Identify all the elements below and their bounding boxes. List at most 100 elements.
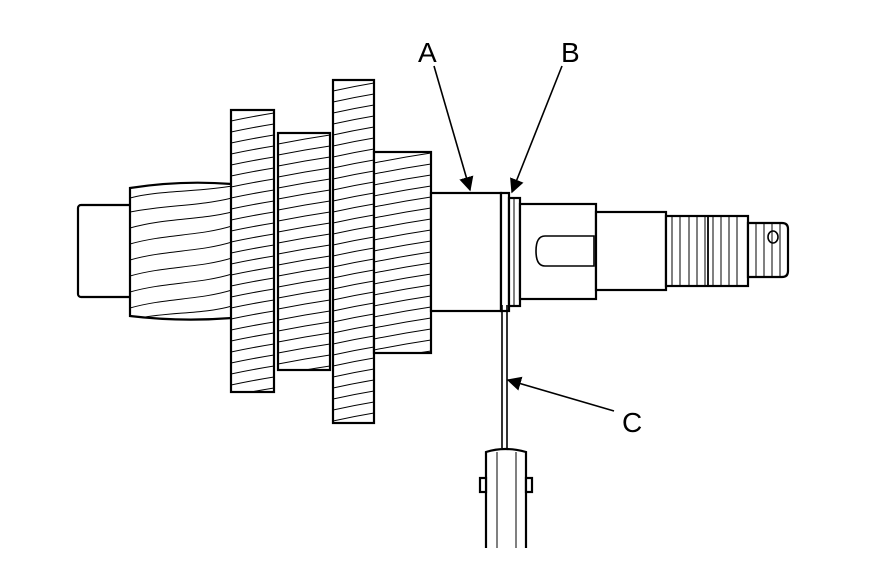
gear-tooth-line — [333, 412, 374, 422]
callout-label-a: A — [418, 37, 437, 68]
gear-tooth-line — [278, 222, 330, 233]
gear-tooth-line — [333, 214, 374, 224]
gear-tooth-line — [333, 225, 374, 235]
gear-tooth-line — [374, 251, 431, 263]
threaded-tip — [746, 221, 790, 279]
gear-tooth-line — [231, 310, 274, 320]
gear-tooth-line — [333, 93, 374, 103]
gear-1 — [229, 108, 276, 407]
gear-tooth-line — [374, 339, 431, 351]
gear-tooth-line — [278, 244, 330, 255]
gear-tooth-line — [333, 401, 374, 411]
gear-tooth-line — [374, 295, 431, 307]
gear-tooth-line — [278, 200, 330, 211]
gear-tooth-line — [333, 104, 374, 114]
gear-tooth-line — [278, 145, 330, 156]
gear-tooth-line — [231, 354, 274, 364]
gear-tooth-line — [333, 324, 374, 334]
gear-tooth-line — [333, 291, 374, 301]
gear-tooth-line — [278, 377, 330, 386]
gear-tooth-line — [333, 357, 374, 367]
gear-tooth-line — [374, 262, 431, 274]
leader-arrow-c — [506, 376, 615, 412]
gear-tooth-line — [231, 167, 274, 177]
gear-tooth-line — [278, 156, 330, 167]
gear-tooth-line — [333, 82, 374, 92]
gear-4 — [372, 150, 433, 355]
gear-tooth-line — [374, 240, 431, 252]
gear-tooth-line — [278, 343, 330, 354]
gear-tooth-line — [333, 126, 374, 136]
gear-tooth-line — [333, 269, 374, 279]
gear-tooth-line — [374, 185, 431, 197]
gear-tooth-line — [333, 335, 374, 345]
gear-tooth-line — [333, 258, 374, 268]
gear-tooth-line — [374, 152, 377, 153]
gear-tooth-line — [374, 317, 431, 329]
gear-tooth-line — [231, 178, 274, 188]
gear-3 — [331, 78, 376, 432]
gear-tooth-line — [333, 80, 336, 81]
collar-sleeve — [429, 191, 503, 313]
gear-tooth-line — [231, 299, 274, 309]
gear-tooth-line — [374, 218, 431, 230]
gear-tooth-line — [231, 123, 274, 133]
gear-tooth-line — [333, 346, 374, 356]
gear-tooth-line — [231, 376, 274, 386]
gear-tooth-line — [231, 222, 274, 232]
gear-tooth-line — [231, 110, 234, 111]
gear-tooth-line — [231, 321, 274, 331]
gear-tooth-line — [374, 207, 431, 219]
gear-tooth-line — [278, 167, 330, 178]
gear-tooth-line — [333, 148, 374, 158]
gear-tooth-line — [231, 134, 274, 144]
gear-tooth-line — [278, 255, 330, 266]
gear-tooth-line — [374, 284, 431, 296]
gear-tooth-line — [374, 163, 431, 175]
gear-tooth-line — [333, 280, 374, 290]
gear-tooth-line — [278, 321, 330, 332]
helical-gear-left — [128, 181, 234, 321]
gear-tooth-line — [231, 189, 274, 199]
gear-tooth-line — [333, 181, 374, 191]
gear-tooth-line — [278, 178, 330, 189]
gear-tooth-line — [333, 203, 374, 213]
gear-tooth-line — [374, 229, 431, 241]
gear-tooth-line — [278, 299, 330, 310]
gear-tooth-line — [231, 288, 274, 298]
gear-tooth-line — [278, 354, 330, 365]
leader-arrow-a — [433, 65, 474, 192]
callout-label-b: B — [561, 37, 580, 68]
gear-tooth-line — [248, 387, 274, 392]
gear-tooth-line — [333, 368, 374, 378]
gear-tooth-line — [231, 255, 274, 265]
shaft-left-stub — [76, 203, 136, 299]
leader-arrow-b — [510, 65, 563, 194]
gear-tooth-line — [374, 273, 431, 285]
gear-tooth-line — [278, 277, 330, 288]
gear-tooth-line — [278, 332, 330, 343]
gear-tooth-line — [278, 189, 330, 200]
gear-tooth-line — [231, 112, 274, 122]
feeler-gauge — [478, 305, 534, 548]
gear-tooth-line — [333, 159, 374, 169]
gear-tooth-line — [231, 332, 274, 342]
gear-tooth-line — [278, 266, 330, 277]
gear-tooth-line — [231, 266, 274, 276]
gear-tooth-line — [302, 365, 330, 370]
gear-tooth-line — [278, 133, 281, 134]
gear-tooth-line — [278, 288, 330, 299]
shaft-right-section — [594, 210, 668, 292]
gear-tooth-line — [231, 399, 274, 407]
snap-ring — [499, 191, 522, 313]
gear-tooth-line — [333, 247, 374, 257]
gear-tooth-line — [278, 134, 330, 145]
gear-tooth-line — [333, 115, 374, 125]
gear-tooth-line — [333, 424, 374, 432]
gear-tooth-line — [374, 306, 431, 318]
gear-tooth-line — [231, 233, 274, 243]
gear-tooth-line — [278, 310, 330, 321]
gear-tooth-line — [333, 192, 374, 202]
gear-tooth-line — [333, 313, 374, 323]
